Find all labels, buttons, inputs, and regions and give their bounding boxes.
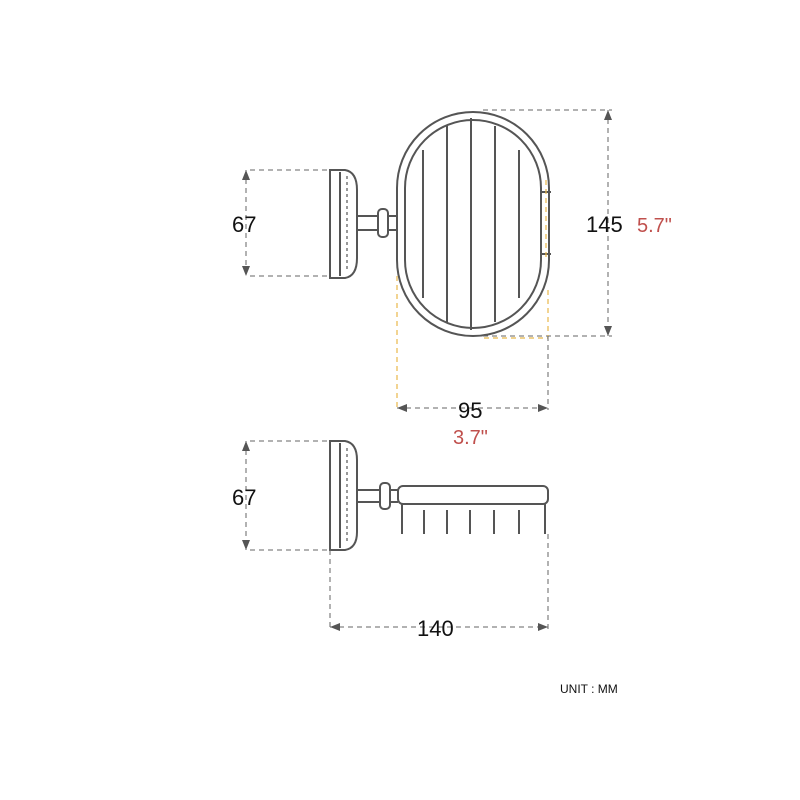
dim-top-height-label: 67 xyxy=(232,212,256,237)
dim-top-height: 67 xyxy=(232,169,330,277)
dim-side-height: 67 xyxy=(232,440,330,551)
side-basket xyxy=(397,485,549,534)
front-view: 67 145 5.7" 95 3.7" xyxy=(232,109,672,449)
unit-label: UNIT : MM xyxy=(560,682,618,696)
side-view: 67 140 xyxy=(232,440,549,641)
dim-total-depth: 140 xyxy=(329,534,549,641)
dim-basket-height-label: 145 xyxy=(586,212,623,237)
dim-basket-width-label: 95 xyxy=(458,398,482,423)
side-wall-plate xyxy=(329,440,358,551)
wall-mount-plate xyxy=(329,169,358,279)
dim-basket-height-inch: 5.7" xyxy=(637,215,672,237)
dim-side-height-label: 67 xyxy=(232,485,256,510)
mount-arm xyxy=(357,208,397,238)
oval-basket xyxy=(396,111,551,337)
side-arm xyxy=(357,482,398,510)
dim-basket-height: 145 5.7" xyxy=(483,109,672,339)
dim-basket-width-inch: 3.7" xyxy=(453,427,488,449)
dim-total-depth-label: 140 xyxy=(417,616,454,641)
dim-basket-width: 95 3.7" xyxy=(396,276,549,449)
